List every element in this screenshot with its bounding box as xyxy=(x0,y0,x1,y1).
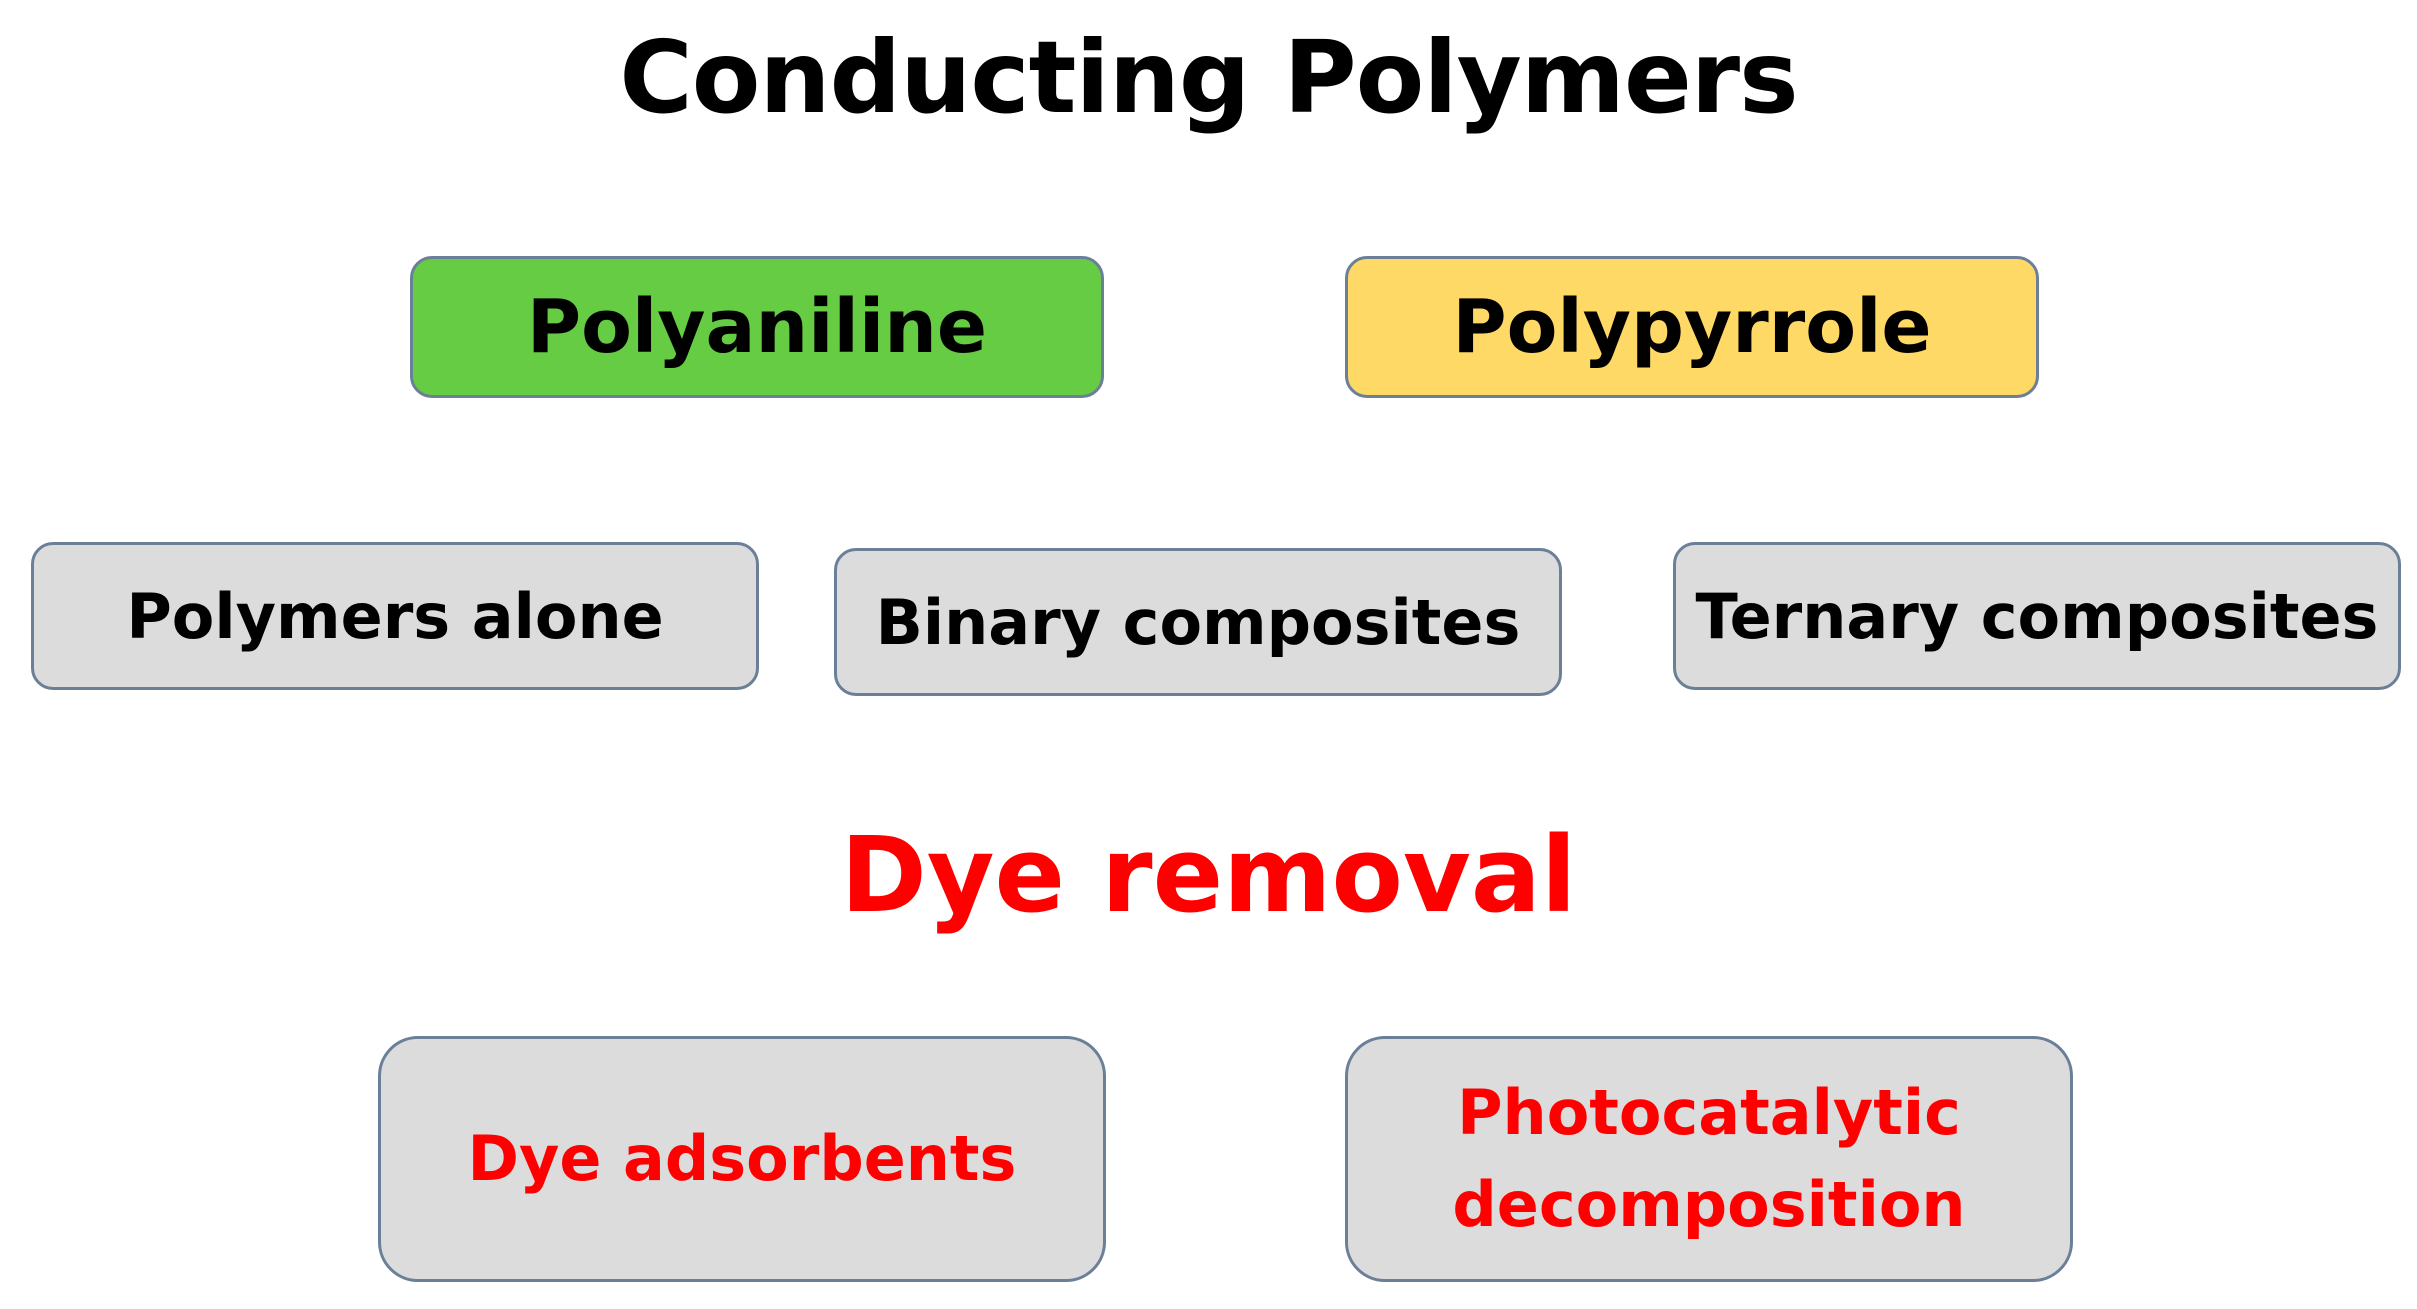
dye-adsorbents-box: Dye adsorbents xyxy=(378,1036,1106,1282)
polyaniline-box: Polyaniline xyxy=(410,256,1104,398)
binary-composites-box: Binary composites xyxy=(834,548,1562,696)
diagram-title: Conducting Polymers xyxy=(619,19,1798,136)
photocatalytic-decomposition-box: Photocatalytic decomposition xyxy=(1345,1036,2073,1282)
ternary-composites-box: Ternary composites xyxy=(1673,542,2401,690)
polymers-alone-box: Polymers alone xyxy=(31,542,759,690)
dye-removal-heading: Dye removal xyxy=(840,814,1577,936)
polypyrrole-box: Polypyrrole xyxy=(1345,256,2039,398)
